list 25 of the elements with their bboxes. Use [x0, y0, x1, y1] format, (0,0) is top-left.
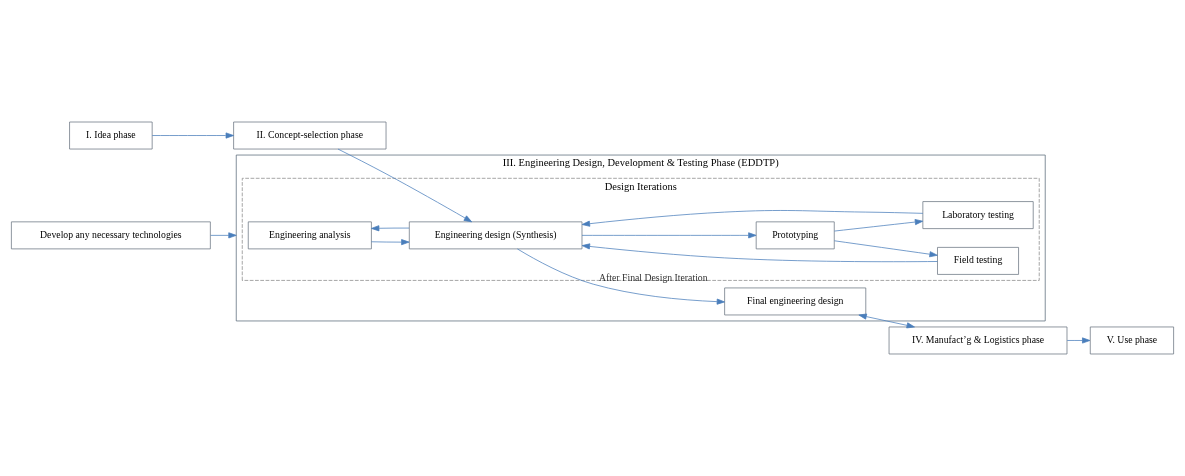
node-box: Engineering design (Synthesis)	[408, 221, 583, 250]
arrow	[858, 313, 915, 329]
node-box: Prototyping	[755, 221, 835, 250]
node-box: Laboratory testing	[922, 201, 1034, 229]
arrow	[371, 225, 410, 232]
node-box: Field testing	[937, 247, 1019, 275]
node-box: I. Idea phase	[69, 121, 153, 150]
arrow	[151, 132, 234, 139]
arrow	[581, 232, 757, 239]
node-box: IV. Manufact’g & Logistics phase	[888, 326, 1068, 355]
arrow	[1066, 337, 1091, 344]
node-box: V. Use phase	[1089, 326, 1174, 355]
node-box: Develop any necessary technologies	[11, 221, 211, 250]
arrow	[581, 210, 924, 227]
edge-label: After Final Design Iteration	[599, 272, 708, 284]
arrow	[517, 248, 725, 305]
arrow	[834, 240, 938, 258]
node-box: II. Concept-selection phase	[233, 121, 387, 150]
node-box: Engineering analysis	[247, 221, 372, 250]
arrow	[834, 219, 924, 232]
arrow	[581, 243, 938, 263]
arrow	[337, 148, 473, 223]
node-box: Final engineering design	[724, 287, 867, 316]
arrow	[371, 239, 410, 246]
arrow	[210, 232, 237, 239]
